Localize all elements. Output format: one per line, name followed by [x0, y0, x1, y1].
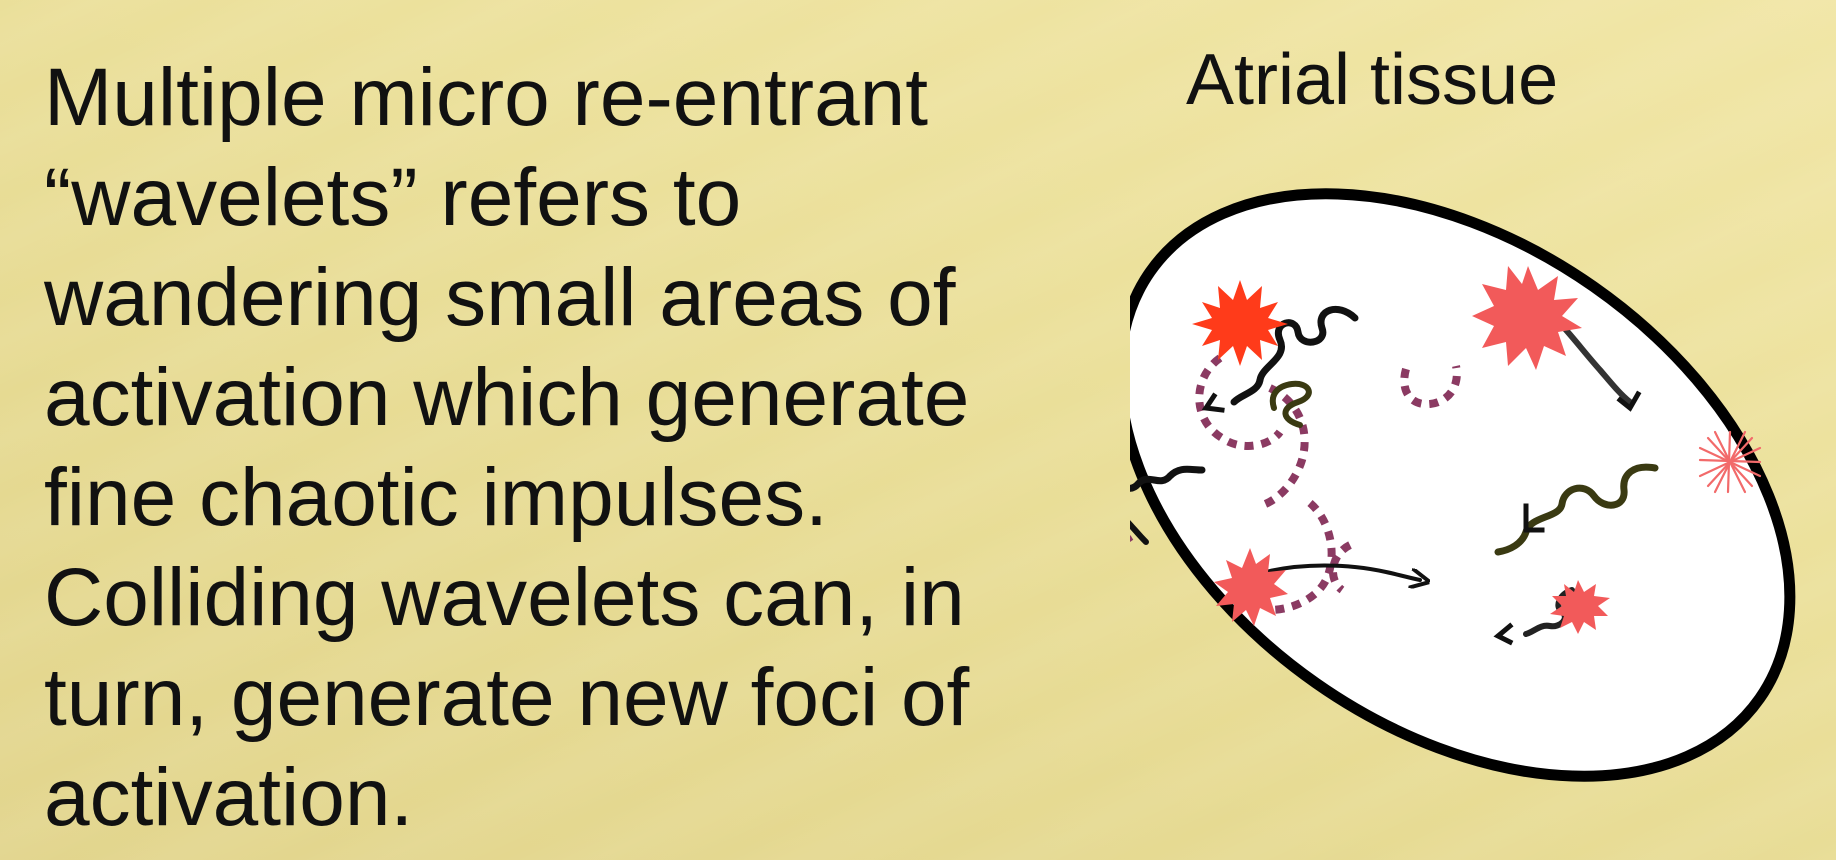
wavelet-front [1269, 499, 1336, 614]
description-paragraph: Multiple micro re-entrant “wavelets” ref… [44, 48, 1064, 848]
arrowhead-icon [1523, 503, 1545, 533]
wavelet-front [1329, 541, 1353, 594]
impulse-path [1494, 463, 1659, 556]
paragraph-line: wandering small areas of [44, 252, 956, 343]
paragraph-line: “wavelets” refers to [44, 152, 742, 243]
starburst-focus-icon [1550, 580, 1610, 634]
wavelet-front [1400, 365, 1461, 409]
impulse-path [1130, 465, 1206, 492]
starburst-focus-icon [1214, 548, 1288, 626]
impulse-path [1269, 380, 1312, 428]
sparkle-focus-icon [1698, 430, 1762, 494]
paragraph-line: activation. [44, 752, 414, 843]
impulse-path [1256, 563, 1420, 581]
paragraph-line: fine chaotic impulses. [44, 452, 828, 543]
paragraph-line: Colliding wavelets can, in [44, 552, 965, 643]
starburst-focus-icon [1192, 280, 1288, 366]
starburst-focus-icon [1472, 266, 1582, 370]
paragraph-line: activation which generate [44, 352, 970, 443]
wavelet-front [1195, 354, 1284, 450]
arrowhead-icon [1493, 622, 1514, 646]
impulse-path [1230, 305, 1359, 406]
paragraph-line: Multiple micro re-entrant [44, 52, 929, 143]
atrial-tissue-diagram [1130, 188, 1796, 782]
paragraph-line: turn, generate new foci of [44, 652, 970, 743]
arrowhead-icon [1201, 392, 1225, 413]
tissue-outline [1130, 188, 1796, 782]
arrowhead-icon [1616, 390, 1642, 412]
diagram-title: Atrial tissue [1186, 40, 1559, 120]
